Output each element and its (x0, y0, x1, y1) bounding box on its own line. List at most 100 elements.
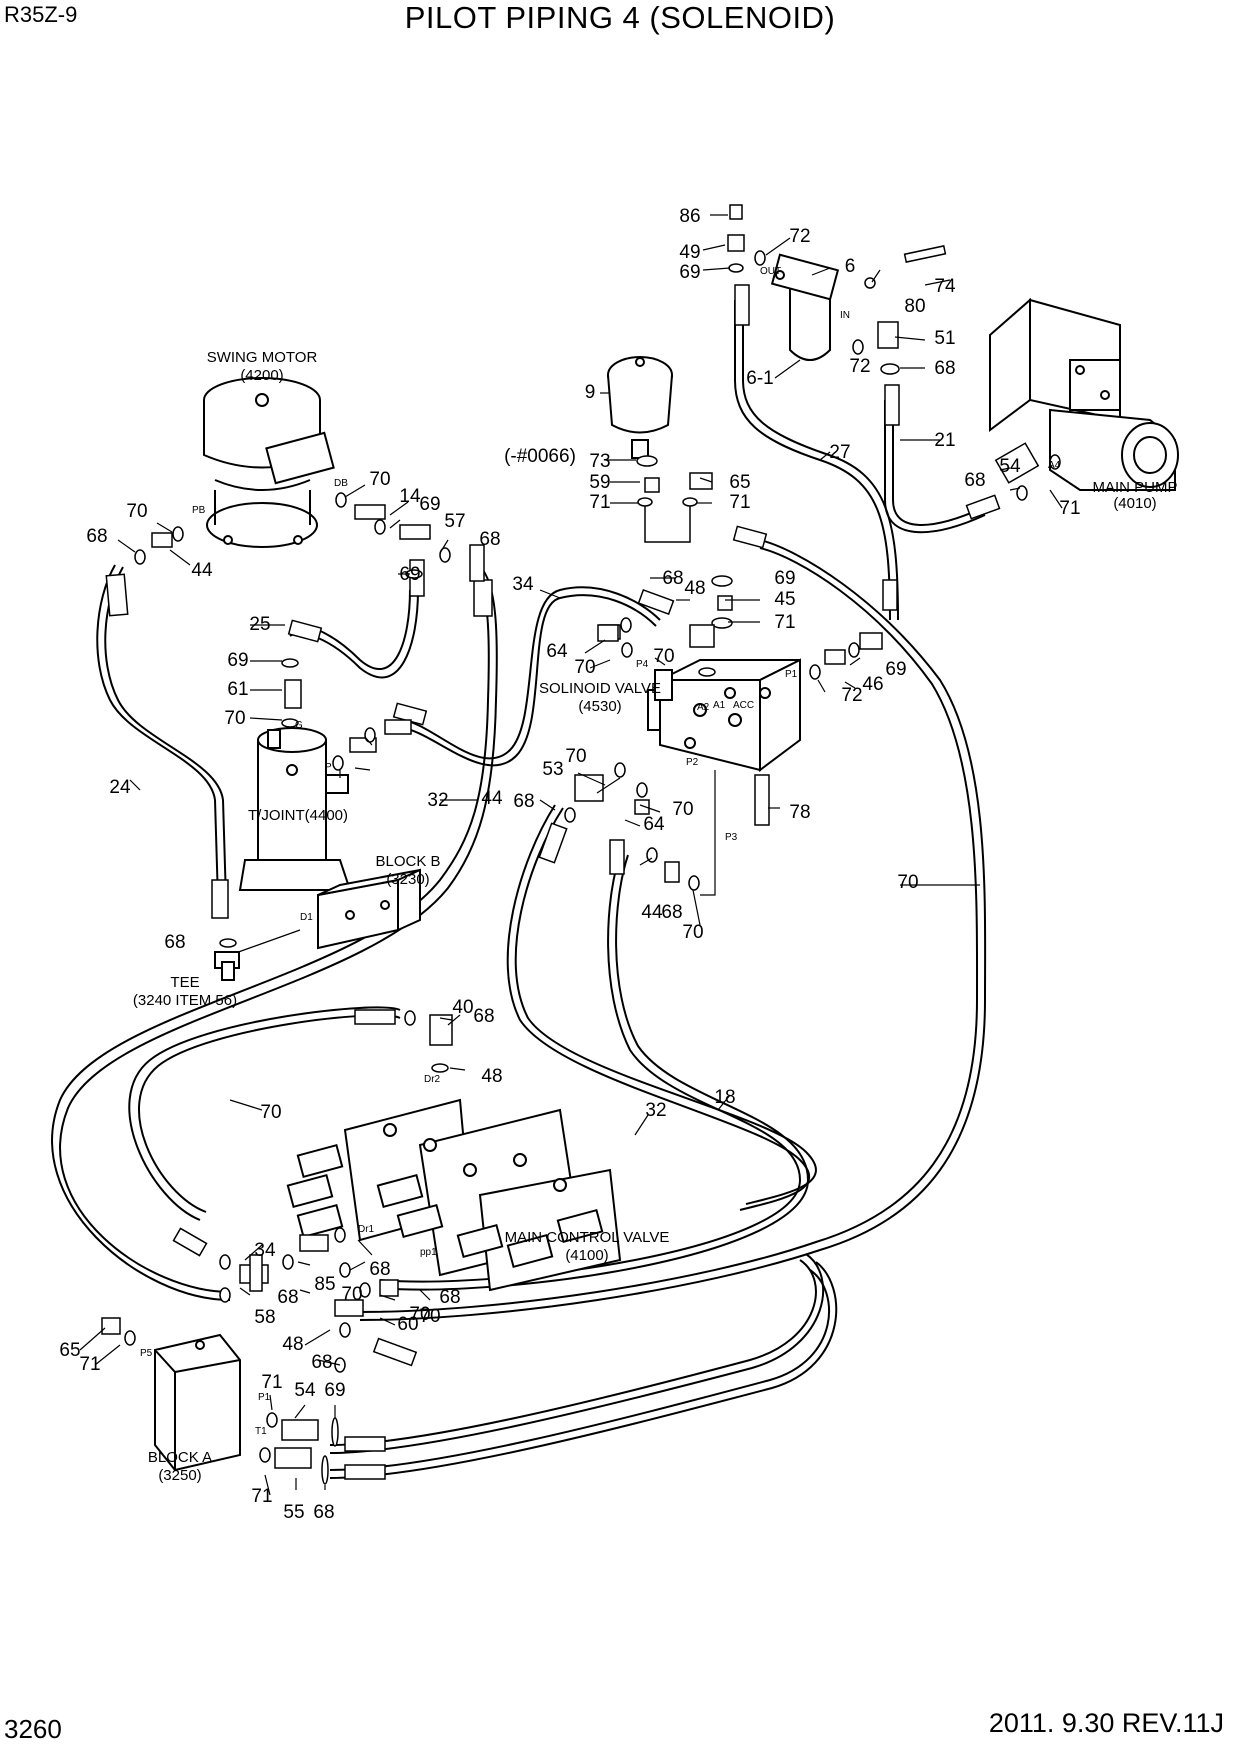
part-callout: 60 (397, 1314, 418, 1335)
part-callout: 48 (684, 578, 705, 599)
block-b (317, 868, 421, 950)
part-callout: 57 (444, 511, 465, 532)
part-callout: 40 (452, 997, 473, 1018)
line-filter (770, 253, 840, 361)
part-callout: 68 (964, 470, 985, 491)
part-callout: 68 (164, 932, 185, 953)
label-block-b-ref: (3230) (386, 871, 429, 888)
port-label: P4 (636, 659, 649, 670)
port-label: P2 (686, 757, 699, 768)
label-solenoid-valve-ref: (4530) (578, 698, 621, 715)
part-callout: 72 (849, 356, 870, 377)
part-callout: 54 (999, 456, 1021, 477)
port-label: P3 (725, 832, 738, 843)
block-a (154, 1333, 241, 1472)
part-callout: 49 (679, 242, 700, 263)
part-callout: 6-1 (746, 368, 773, 389)
part-callout: 61 (227, 679, 248, 700)
part-callout: 44 (641, 902, 663, 923)
part-callout: 44 (191, 560, 213, 581)
main-control-valve (286, 1098, 622, 1292)
hose-fittings (105, 284, 1001, 1480)
part-callout: 55 (283, 1502, 304, 1523)
part-callout: 71 (261, 1372, 282, 1393)
label-main-pump: MAIN PUMP (1092, 479, 1177, 496)
part-callout: 70 (682, 922, 703, 943)
part-callout: 70 (409, 1304, 430, 1325)
port-label: G (295, 720, 303, 731)
part-callout: 68 (662, 568, 683, 589)
part-callout: 68 (479, 529, 500, 550)
part-callout: 69 (399, 564, 420, 585)
part-callout: 21 (934, 430, 955, 451)
port-label: PB (192, 505, 206, 516)
port-label: P (325, 762, 332, 773)
part-callout: 69 (227, 650, 248, 671)
part-callout: 65 (729, 472, 750, 493)
part-callout: 70 (672, 799, 693, 820)
label-swing-motor: SWING MOTOR (207, 349, 318, 366)
leader-lines (79, 214, 1063, 1496)
part-callout: 68 (473, 1006, 494, 1027)
label-main-control-valve-ref: (4100) (565, 1247, 608, 1264)
part-callout: 68 (934, 358, 955, 379)
part-callout: 70 (369, 469, 390, 490)
part-callout: 53 (542, 759, 563, 780)
part-callout: 34 (512, 574, 534, 595)
hose-lines (51, 300, 987, 1479)
part-callout: 71 (79, 1354, 100, 1375)
port-label: P5 (140, 1348, 153, 1359)
port-label: ACC (733, 700, 754, 711)
main-pump (989, 297, 1179, 491)
port-label: OUT (760, 266, 781, 277)
part-callout: 46 (862, 674, 883, 695)
part-callout: 25 (249, 614, 270, 635)
part-callout: 80 (904, 296, 925, 317)
port-label: A4 (1048, 460, 1061, 471)
port-label: P1 (258, 1392, 271, 1403)
model-code: R35Z-9 (4, 2, 78, 27)
port-label: D1 (300, 912, 313, 923)
part-callout: 71 (729, 492, 750, 513)
part-callout: 72 (789, 226, 810, 247)
part-callout: 18 (714, 1087, 735, 1108)
part-callout: 54 (294, 1380, 316, 1401)
part-callout: 44 (481, 788, 503, 809)
part-callout: 69 (419, 494, 440, 515)
page-number: 3260 (4, 1714, 62, 1744)
part-callout: 68 (86, 526, 107, 547)
part-callout: 71 (1059, 498, 1080, 519)
revision-date: 2011. 9.30 REV.11J (988, 1708, 1224, 1738)
part-callout: 34 (254, 1240, 276, 1261)
part-callout: 71 (774, 612, 795, 633)
part-callout: 71 (589, 492, 610, 513)
part-callout: 32 (427, 790, 448, 811)
label-t-joint: T/JOINT(4400) (248, 807, 348, 824)
part-callout: 86 (679, 206, 700, 227)
part-callout: 32 (645, 1100, 666, 1121)
part-callout: 6 (845, 256, 856, 277)
part-callout: 69 (324, 1380, 345, 1401)
part-callout: 27 (829, 442, 850, 463)
part-callout: 65 (59, 1340, 80, 1361)
rotary-joint (238, 727, 352, 891)
label-tee: TEE (170, 974, 199, 991)
port-label: T1 (255, 1426, 267, 1437)
part-callout: 69 (679, 262, 700, 283)
port-label: A2 (697, 702, 710, 713)
label-main-control-valve: MAIN CONTROL VALVE (505, 1229, 670, 1246)
part-callout: 85 (314, 1274, 335, 1295)
part-callout: 70 (565, 746, 586, 767)
label-swing-motor-ref: (4200) (240, 367, 283, 384)
part-callout: 70 (126, 501, 147, 522)
part-callout: 70 (653, 646, 674, 667)
accumulator (607, 356, 673, 459)
label-tee-ref: (3240 ITEM 56) (133, 992, 237, 1009)
part-callout: 45 (774, 589, 795, 610)
part-callout: 59 (589, 472, 610, 493)
part-callout: 24 (109, 777, 131, 798)
port-label: Dr1 (358, 1224, 375, 1235)
solenoid-valve (647, 658, 801, 772)
